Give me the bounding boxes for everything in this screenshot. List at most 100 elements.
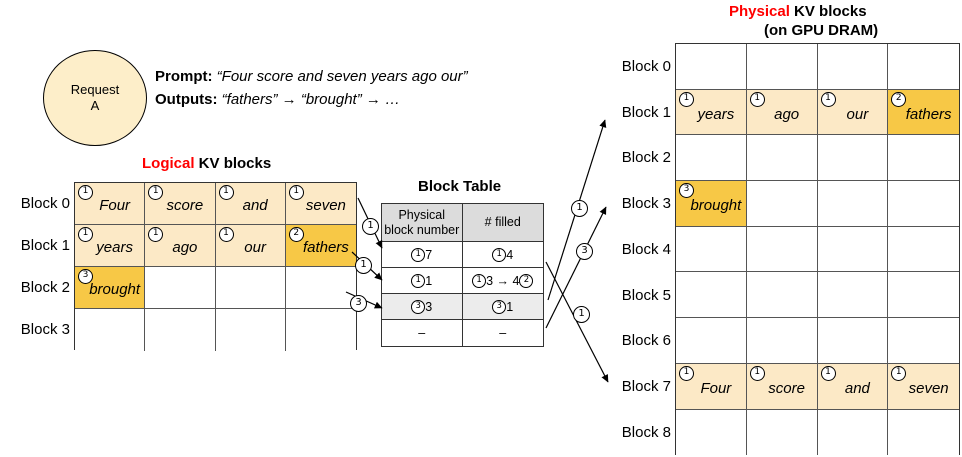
prompt-label: Prompt: [155,68,213,85]
step-marker-3: 3 [492,299,507,314]
kv-token: and [242,197,268,214]
kv-token: our [846,105,869,123]
step-marker-1: 1 [679,365,694,381]
kv-cell [145,267,216,309]
step-marker-1: 1 [492,247,507,262]
prompt-text: “Four score and seven years ago our” [216,68,468,85]
block-table-header-row: Physical block number# filled [382,204,543,242]
outputs-text: “fathers” → “brought” → … [221,91,401,109]
step-marker-1: 1 [820,91,836,107]
kv-token: brought [690,196,742,214]
block-table-physical-value: 1 [425,273,433,288]
kv-cell [676,135,747,182]
step-label-physical-2: 1 [573,306,590,323]
kv-cell [145,309,216,351]
kv-row [676,226,959,273]
logical-row-label-1: Block 1 [20,237,70,254]
kv-token: seven [908,379,949,397]
logical-kv-blocks-title: Logical KV blocks [142,155,271,172]
step-marker-1: 1 [749,91,765,107]
step-label-logical-0: 1 [362,218,379,235]
kv-cell [215,309,286,351]
physical-row-label-4: Block 4 [621,240,671,258]
step-label-logical-1: 1 [355,257,372,274]
kv-cell [746,181,818,227]
step-marker-1: 1 [820,365,836,381]
kv-cell [888,318,959,364]
kv-cell [817,409,889,456]
kv-cell [888,226,959,273]
kv-cell [676,272,747,319]
kv-row [676,272,959,319]
kv-token: score [768,379,805,397]
kv-cell [817,226,889,273]
kv-cell [676,409,747,456]
kv-cell [676,226,747,273]
outputs-line: Outputs: “fathers” → “brought” → … [155,88,468,111]
physical-row-label-3: Block 3 [621,195,671,213]
step-marker-1: 1 [411,247,426,262]
block-table-title: Block Table [418,178,502,195]
kv-cell [888,181,959,227]
kv-token: Four [700,379,732,397]
step-marker-3: 3 [78,269,93,284]
step-marker-3: 3 [679,183,694,199]
physical-row-label-7: Block 7 [621,377,671,395]
step-marker-1: 1 [288,185,304,200]
physical-kv-blocks-subtitle: (on GPU DRAM) [764,22,879,39]
kv-cell: 1 ago [746,89,818,136]
step-label-physical-0: 1 [571,200,588,217]
logical-row-label-3: Block 3 [20,321,70,338]
kv-cell [746,44,818,90]
kv-row [676,409,959,456]
step-marker-2: 2 [519,273,534,288]
request-info: Prompt: “Four score and seven years ago … [155,65,468,112]
block-table-physical-cell: – [382,320,463,346]
physical-title-emphasis: Physical [729,3,790,20]
kv-cell [817,181,889,227]
kv-token: years [96,239,133,256]
kv-cell [746,135,818,182]
step-label-physical-1: 3 [576,243,593,260]
kv-token: our [244,239,266,256]
block-table-filled-value: 3 → 4 [486,273,520,288]
kv-cell [746,318,818,364]
kv-cell [817,135,889,182]
kv-token: ago [774,105,800,123]
kv-token: and [844,379,870,397]
kv-cell [817,44,889,90]
request-circle: Request A [43,50,147,146]
logical-title-rest: KV blocks [194,155,272,172]
kv-cell [746,409,818,456]
block-table-filled-value: – [499,326,507,340]
physical-kv-blocks-title: Physical KV blocks [729,3,867,20]
kv-row [676,44,959,90]
logical-row-label-2: Block 2 [20,279,70,296]
